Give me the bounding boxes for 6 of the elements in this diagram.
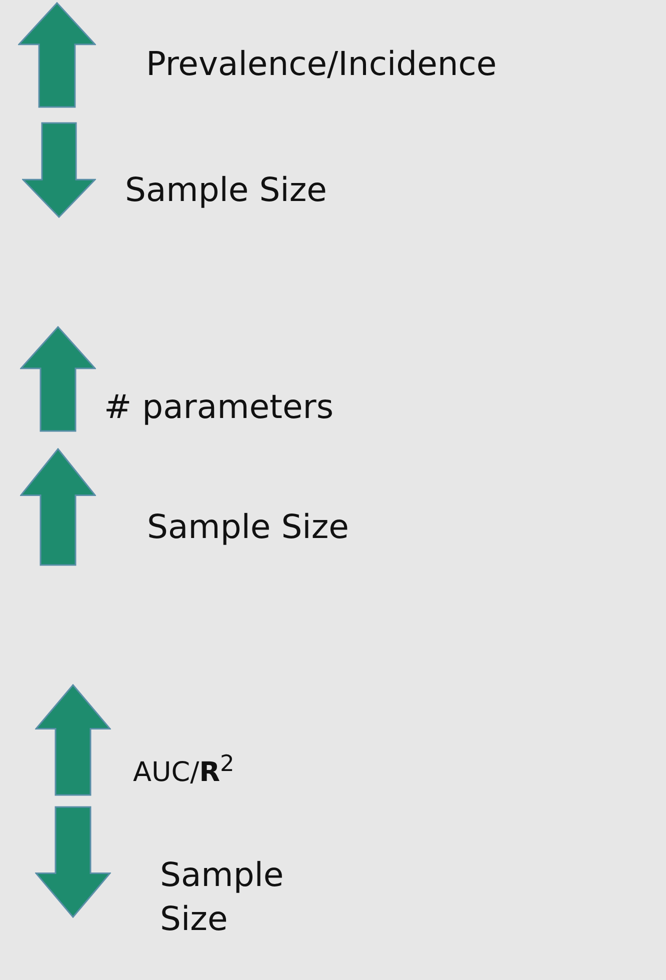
label-text: Sample Size xyxy=(125,169,327,211)
label-text: Sample Size xyxy=(147,506,349,548)
label-text: # parameters xyxy=(104,386,334,428)
label-text: Prevalence/Incidence xyxy=(146,43,497,85)
label-text: Sample Size xyxy=(160,854,285,940)
label-text: AUC/R$^{2}$ xyxy=(133,750,234,790)
